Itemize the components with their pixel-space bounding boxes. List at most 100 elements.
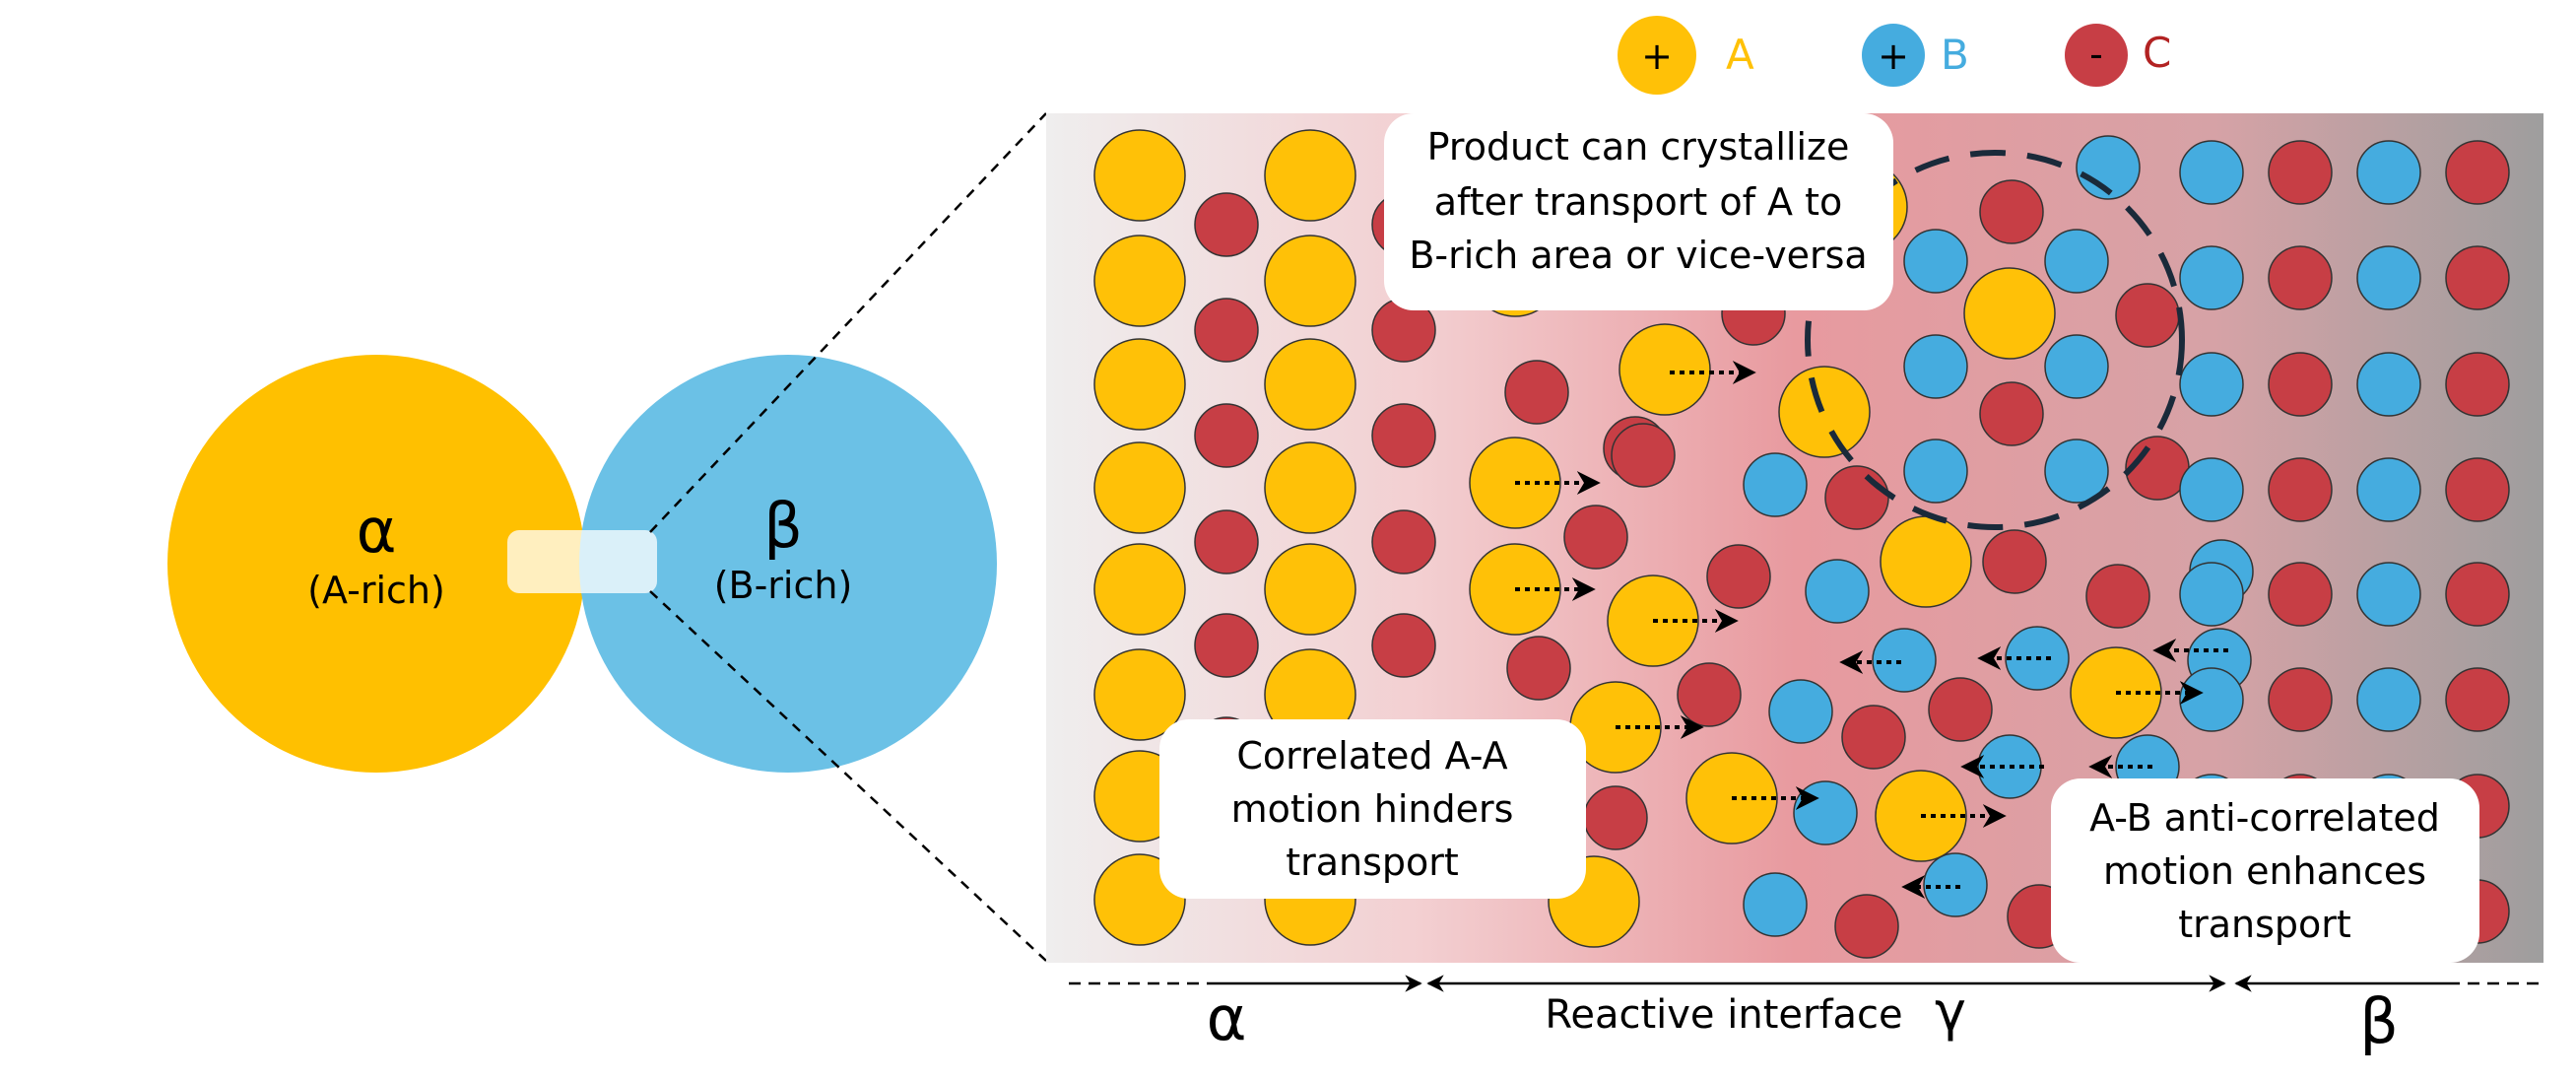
- phase-overview: α (A-rich) β (B-rich): [167, 355, 997, 773]
- callout-crystallize-line-2: after transport of A to: [1434, 180, 1843, 224]
- particle-a: [1093, 648, 1186, 741]
- legend-b-circle: [1862, 24, 1925, 87]
- particle-b: [2356, 457, 2421, 522]
- particle-c: [2268, 245, 2333, 310]
- particle-c: [1371, 509, 1436, 574]
- particle-b: [2179, 457, 2244, 522]
- particle-a: [1093, 441, 1186, 534]
- legend-b-label: B: [1941, 31, 1969, 79]
- particle-b: [1872, 628, 1937, 693]
- legend-a-sign: +: [1641, 34, 1673, 78]
- particle-c: [1194, 298, 1259, 363]
- zoom-line-top: [649, 112, 1047, 533]
- callout-anticorrelated: A-B anti-correlated motion enhances tran…: [2051, 778, 2479, 963]
- axis-alpha-label: α: [1207, 982, 1247, 1054]
- callout-crystallize: Product can crystallize after transport …: [1384, 113, 1893, 310]
- callout-correlated-box: [1159, 719, 1586, 899]
- particle-a: [1618, 323, 1711, 416]
- particle-c: [1979, 179, 2044, 244]
- particle-a: [1264, 129, 1356, 222]
- callout-anticorrelated-box: [2051, 778, 2479, 963]
- particle-c: [1583, 785, 1648, 850]
- particle-c: [1841, 705, 1906, 770]
- callout-anticorrelated-line-3: transport: [2178, 903, 2351, 946]
- particle-b: [2179, 667, 2244, 732]
- particle-c: [1677, 662, 1742, 727]
- callout-anticorrelated-line-1: A-B anti-correlated: [2089, 796, 2440, 840]
- zoom-line-bottom: [649, 590, 1047, 962]
- legend-a-circle: [1618, 16, 1696, 95]
- particle-c: [2268, 562, 2333, 627]
- particle-c: [1371, 403, 1436, 468]
- particle-b: [2179, 562, 2244, 627]
- particle-a: [1264, 543, 1356, 636]
- beta-symbol: β: [763, 490, 803, 562]
- particle-a: [1264, 441, 1356, 534]
- particle-c: [2085, 564, 2150, 629]
- callout-correlated: Correlated A-A motion hinders transport: [1159, 719, 1586, 899]
- particle-c: [2268, 140, 2333, 205]
- particle-c: [2268, 667, 2333, 732]
- particle-c: [1371, 613, 1436, 678]
- axis-interface-label: Reactive interface: [1545, 992, 1902, 1038]
- particle-a: [1264, 338, 1356, 431]
- particle-c: [1928, 677, 1993, 742]
- region-axis: α Reactive interface γ β: [1069, 975, 2543, 1057]
- particle-c: [1194, 192, 1259, 257]
- beta-phase-circle: [579, 355, 997, 773]
- particle-c: [2445, 245, 2510, 310]
- particle-c: [2268, 457, 2333, 522]
- particle-c: [1194, 613, 1259, 678]
- particle-b: [2356, 140, 2421, 205]
- particle-c: [1706, 544, 1771, 609]
- callout-crystallize-line-3: B-rich area or vice-versa: [1409, 234, 1867, 277]
- particle-b: [1743, 872, 1808, 937]
- particle-b: [1903, 229, 1968, 294]
- particle-b: [2179, 352, 2244, 417]
- particle-c: [1982, 529, 2047, 594]
- alpha-phase-circle: [167, 355, 585, 773]
- particle-b: [2356, 667, 2421, 732]
- particle-c: [1504, 360, 1569, 425]
- particle-c: [2445, 562, 2510, 627]
- particle-c: [2445, 352, 2510, 417]
- particle-a: [1963, 267, 2056, 360]
- particle-a: [1093, 235, 1186, 327]
- legend-a-label: A: [1726, 31, 1754, 79]
- particle-b: [2179, 140, 2244, 205]
- particle-c: [2445, 457, 2510, 522]
- particle-b: [1768, 679, 1833, 744]
- alpha-sub: (A-rich): [307, 569, 445, 612]
- legend-c-circle: [2065, 24, 2128, 87]
- particle-c: [2445, 667, 2510, 732]
- motion-arrows: [1515, 361, 2228, 899]
- particle-c: [1979, 381, 2044, 446]
- legend-c-label: C: [2143, 29, 2171, 77]
- particle-c: [1563, 505, 1628, 570]
- crystallization-dashed-circle: [1805, 150, 2185, 530]
- callout-anticorrelated-line-2: motion enhances: [2103, 849, 2426, 893]
- beta-sub: (B-rich): [714, 564, 853, 607]
- particle-c: [1506, 636, 1571, 701]
- particle-b: [1805, 559, 1870, 624]
- particle-c: [2268, 352, 2333, 417]
- particle-c: [2445, 140, 2510, 205]
- particle-a: [1880, 515, 1972, 608]
- particle-b: [2356, 562, 2421, 627]
- particle-b: [1903, 439, 1968, 504]
- particle-b: [2044, 334, 2109, 399]
- callout-correlated-line-1: Correlated A-A: [1236, 734, 1507, 777]
- legend: + A + B - C: [1618, 16, 2171, 95]
- particle-b: [1793, 780, 1858, 845]
- particle-a: [1093, 129, 1186, 222]
- particle-b: [1903, 334, 1968, 399]
- particle-a: [1778, 366, 1871, 458]
- particle-b: [2179, 245, 2244, 310]
- callout-correlated-line-3: transport: [1286, 841, 1459, 884]
- particle-a: [1093, 543, 1186, 636]
- particle-b: [1743, 452, 1808, 517]
- legend-item-c: - C: [2065, 24, 2171, 87]
- particle-a: [1264, 235, 1356, 327]
- callout-correlated-line-2: motion hinders: [1231, 787, 1514, 831]
